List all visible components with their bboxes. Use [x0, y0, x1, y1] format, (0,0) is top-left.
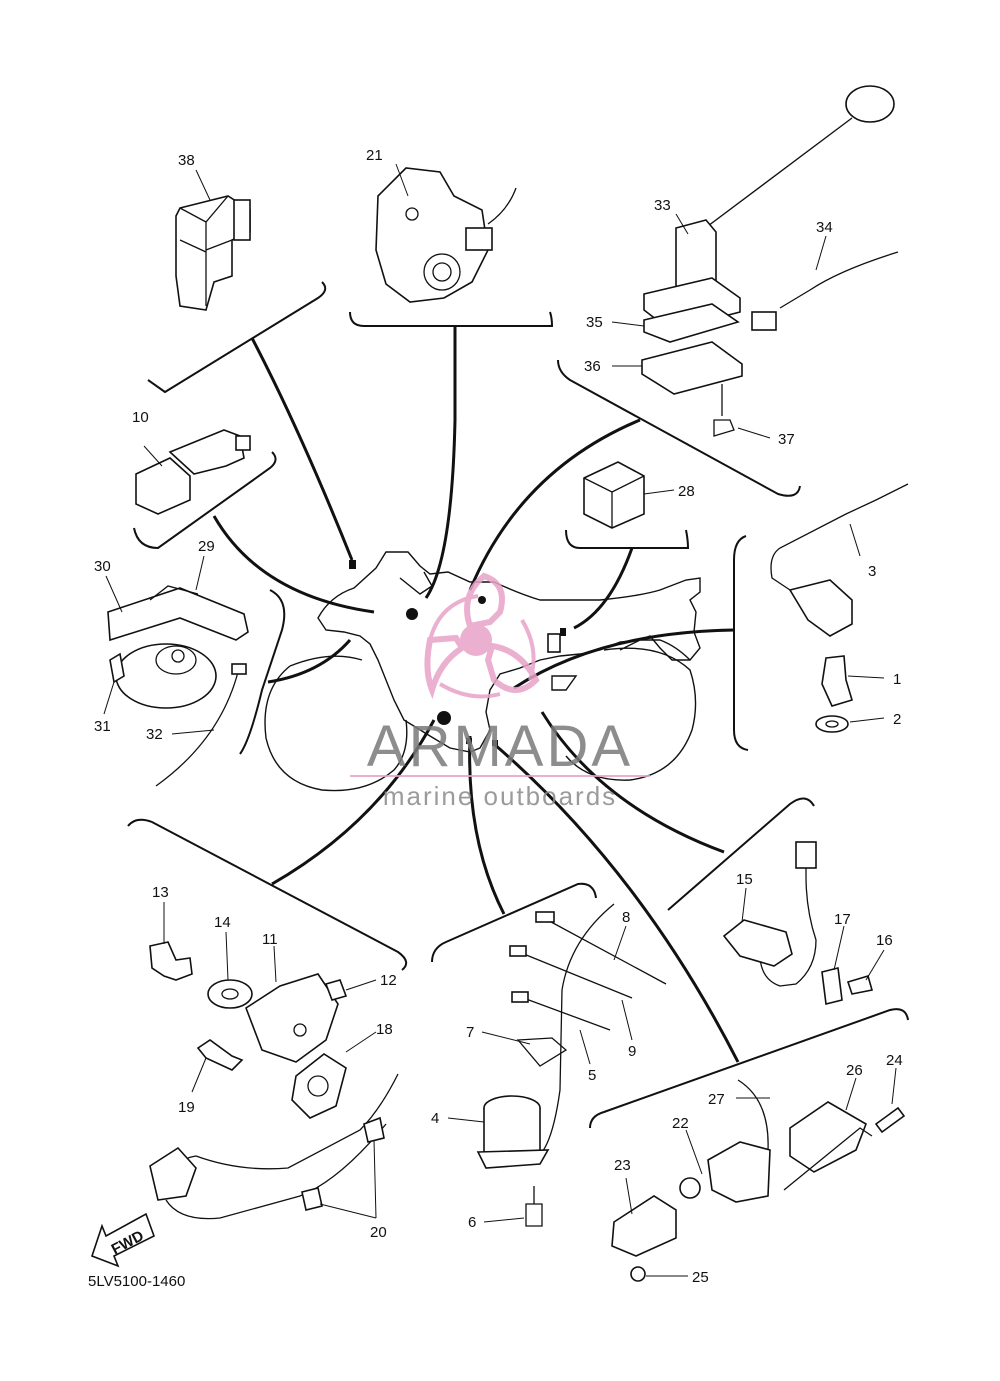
callout-22: 22	[672, 1115, 689, 1132]
callout-7: 7	[466, 1024, 474, 1041]
callout-3: 3	[868, 563, 876, 580]
callout-38: 38	[178, 152, 195, 169]
callout-16: 16	[876, 932, 893, 949]
callout-25: 25	[692, 1269, 709, 1286]
part-3-sensor	[770, 483, 909, 637]
armada-watermark: ARMADA marine outboards	[350, 572, 650, 811]
callout-12: 12	[380, 972, 397, 989]
callout-9: 9	[628, 1043, 636, 1060]
callout-2: 2	[893, 711, 901, 728]
callout-35: 35	[586, 314, 603, 331]
callout-numbers: 1 2 3 4 5 6 7 8 9 10 11 12 13 14 15 16 1…	[94, 147, 903, 1286]
callout-31: 31	[94, 718, 111, 735]
callout-27: 27	[708, 1091, 725, 1108]
callout-13: 13	[152, 884, 169, 901]
part-31-32-bolt-tie	[109, 652, 247, 787]
callout-14: 14	[214, 914, 231, 931]
part-28-relay	[583, 461, 645, 529]
callout-20: 20	[370, 1224, 387, 1241]
callout-28: 28	[678, 483, 695, 500]
connection-arrows	[212, 326, 740, 1063]
part-38-relay	[175, 195, 251, 311]
callout-23: 23	[614, 1157, 631, 1174]
callout-18: 18	[376, 1021, 393, 1038]
fwd-arrow-icon: FWD	[90, 1212, 155, 1268]
part-34-lead	[751, 251, 899, 331]
propeller-logo-icon	[424, 572, 540, 700]
callout-26: 26	[846, 1062, 863, 1079]
group-brackets	[127, 281, 909, 1129]
callout-32: 32	[146, 726, 163, 743]
callout-29: 29	[198, 538, 215, 555]
watermark-tagline: marine outboards	[383, 781, 617, 811]
part-29-30-bracket-horn	[107, 585, 249, 709]
callout-33: 33	[654, 197, 671, 214]
part-15-17-sensor	[722, 841, 874, 1005]
callout-21: 21	[366, 147, 383, 164]
callout-10: 10	[132, 409, 149, 426]
callout-30: 30	[94, 558, 111, 575]
part-11-14-pickup	[149, 941, 348, 1063]
callout-5: 5	[588, 1067, 596, 1084]
callout-8: 8	[622, 909, 630, 926]
part-4-9-relay-ties	[476, 903, 667, 1227]
callout-4: 4	[431, 1110, 439, 1127]
part-10-switch	[135, 429, 251, 515]
callout-11: 11	[262, 931, 278, 948]
drawing-code: 5LV5100-1460	[88, 1273, 185, 1290]
callout-34: 34	[816, 219, 833, 236]
motorcycle-frame-outline	[264, 551, 701, 792]
part-22-27-brake-switch	[611, 1079, 906, 1282]
leader-lines	[103, 163, 897, 1277]
callout-24: 24	[886, 1052, 903, 1069]
callout-19: 19	[178, 1099, 195, 1116]
part-21-sensor	[375, 167, 517, 303]
part-1-2-switch-washer	[815, 655, 853, 733]
callout-15: 15	[736, 871, 753, 888]
part-33-fuel-sender	[641, 85, 895, 437]
watermark-brand: ARMADA	[367, 714, 633, 779]
callout-1: 1	[893, 671, 901, 688]
callout-37: 37	[778, 431, 795, 448]
callout-17: 17	[834, 911, 851, 928]
callout-6: 6	[468, 1214, 476, 1231]
callout-36: 36	[584, 358, 601, 375]
part-18-20-sensor-harness	[149, 1039, 399, 1220]
